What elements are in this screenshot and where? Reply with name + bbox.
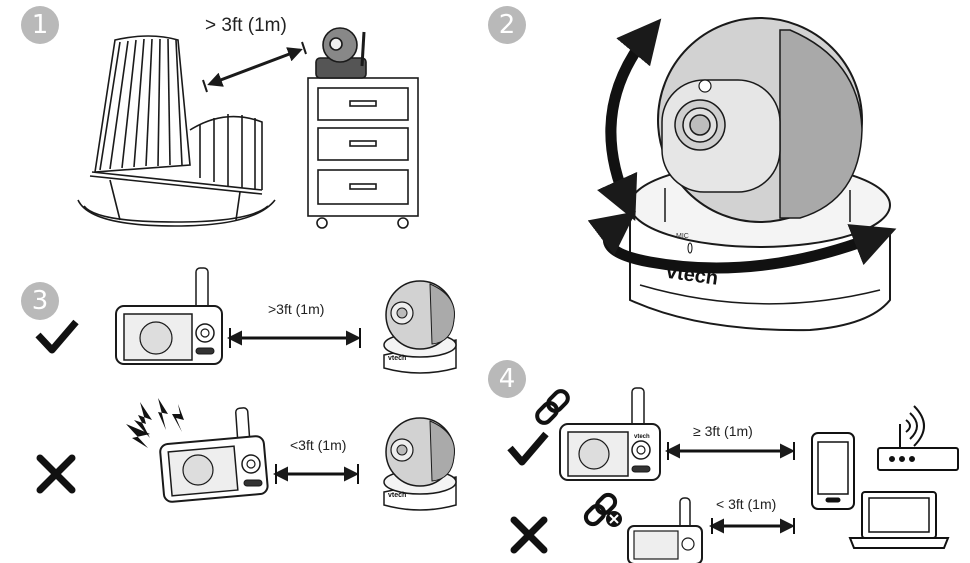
check-icon (507, 431, 549, 466)
smartphone-icon (811, 432, 855, 510)
cross-icon (510, 516, 548, 554)
step-3-badge: 3 (21, 282, 59, 320)
step-2-camera-illustration: MIC vtech (587, 17, 897, 332)
link-icon (535, 389, 570, 425)
step-1-distance-label: > 3ft (1m) (205, 15, 287, 36)
step-4-ok-distance-label: ≥ 3ft (1m) (693, 423, 753, 439)
step-3-camera-bad: vtech (383, 417, 457, 511)
cradle-icon (77, 35, 276, 227)
step-3-parent-unit-ok (115, 267, 223, 365)
check-icon (35, 319, 79, 354)
pan-arrow-icon (587, 211, 897, 274)
interference-burst-icon (126, 398, 184, 448)
step-3-scene: vtech (35, 267, 457, 511)
tilt-arrow-icon (597, 18, 662, 222)
step-4-scene: vtech (507, 387, 959, 563)
dresser-icon (307, 77, 419, 229)
step-4-parent-unit-bad (627, 497, 703, 563)
step-3-parent-unit-bad (159, 407, 269, 503)
step-3-bad-distance-label: <3ft (1m) (290, 437, 347, 453)
step-4-parent-unit-ok: vtech (559, 387, 661, 481)
laptop-icon (848, 491, 950, 549)
mic-label: MIC (676, 233, 689, 240)
step-4-badge: 4 (488, 360, 526, 398)
step-3-camera-ok: vtech (383, 280, 457, 374)
step-1-camera-icon (315, 27, 367, 79)
cross-icon (36, 454, 76, 494)
step-3-camera-bad-brand: vtech (388, 492, 406, 499)
step-1-badge: 1 (21, 6, 59, 44)
step-4-parent-unit-brand: vtech (634, 434, 650, 440)
wifi-router-icon (877, 405, 959, 471)
step-4-bad-distance-label: < 3ft (1m) (716, 496, 777, 512)
step-3-ok-distance-label: >3ft (1m) (268, 301, 325, 317)
step-2-badge: 2 (488, 6, 526, 44)
step-1-scene (77, 27, 419, 229)
broken-link-icon (583, 492, 622, 527)
step-3-camera-ok-brand: vtech (388, 355, 406, 362)
